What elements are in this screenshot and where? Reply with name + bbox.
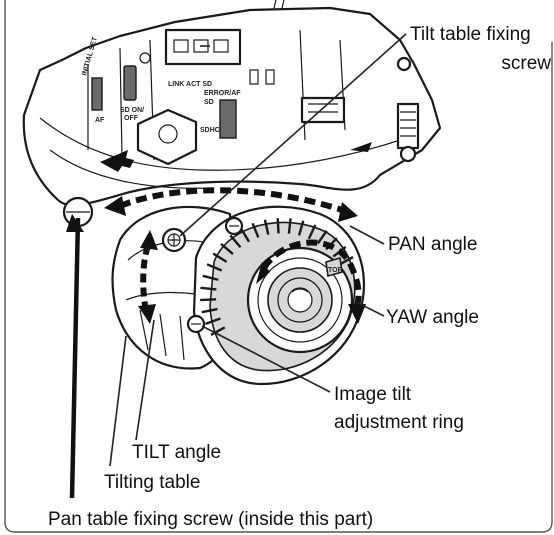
sd-on-off-text-2: OFF [124,115,139,122]
ring-rib [201,307,218,314]
ring-rib [200,286,217,291]
yaw-angle-leader [355,301,385,317]
pan-angle-label: PAN angle [388,234,477,255]
ring-rib [239,227,251,243]
ring-rib [220,242,234,255]
pan-table-fixing-screw-leader [69,217,81,499]
yaw-angle-label: YAW angle [386,307,479,328]
lan-connector [164,28,242,66]
lens-glass [287,287,313,313]
tilt-angle-label: TILT angle [132,442,221,463]
sd-on-off-switch [123,65,137,101]
ring-rib [263,219,270,235]
tilt-table-fixing-screw-leader [179,33,407,237]
ring-rib [212,252,228,263]
frame-border [4,0,553,533]
tilt-table-fixing-screw-label-1: Tilt table fixing [410,24,531,45]
leader-lines [66,33,407,499]
sd-on-off-text-1: SD ON/ [120,107,144,114]
ring-rib [307,224,317,240]
ring-rib [251,222,260,238]
initial-set-switch [91,77,103,111]
callout-labels: Tilt table fixing screw PAN angle YAW an… [48,24,551,530]
ring-rib [205,317,221,326]
pan-table-fixing-screw-label: Pan table fixing screw (inside this part… [48,509,373,530]
tilting-table-leader [109,335,127,467]
ring-rib [316,229,328,245]
af-text: AF [95,117,105,124]
sd-card-slot [219,99,237,139]
ring-rib [287,218,292,234]
tilting-table-label: Tilting table [104,472,200,493]
ring-rib [276,218,280,234]
error-af-text: ERROR/AF [204,90,241,97]
link-act-sd-text: LINK ACT SD [168,81,212,88]
ring-rib [200,298,217,302]
camera-illustration [22,0,442,386]
pan-angle-arrow [118,187,349,215]
ring-rib [210,326,226,337]
tilt-angle-leader [135,319,155,441]
ring-rib [297,220,305,236]
image-tilt-label-2: adjustment ring [334,412,464,433]
image-tilt-label-1: Image tilt [334,384,412,405]
sdhc-text: SDHC [200,127,220,134]
ring-rib [202,274,219,281]
yaw-angle-arrow [261,239,362,310]
ring-rib [206,263,223,272]
tilt-table-fixing-screw [161,227,187,253]
tilt-table-fixing-screw-label-2: screw [501,53,551,74]
pan-angle-leader [349,225,385,245]
ring-rib [229,234,242,249]
top-text: TOP [328,267,343,274]
image-tilt-ring-leader [201,325,331,393]
sd-text: SD [204,99,214,106]
